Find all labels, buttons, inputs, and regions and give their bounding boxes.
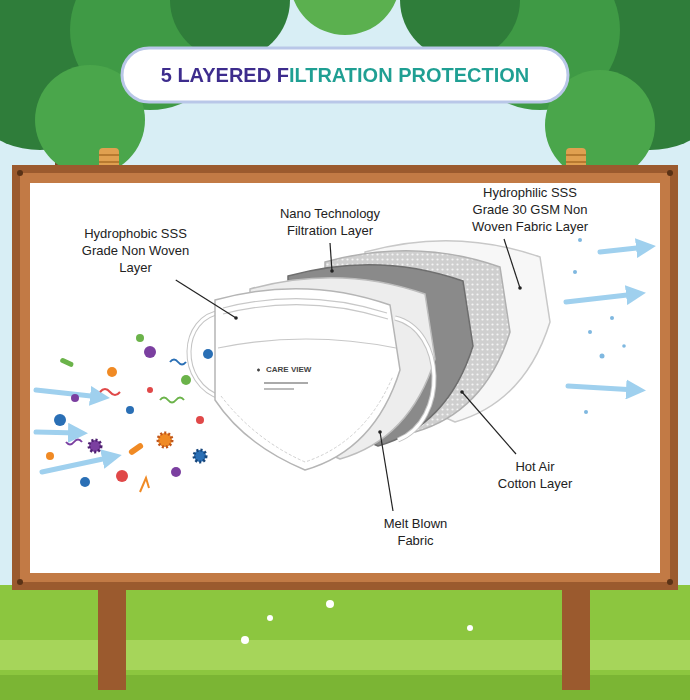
clean-air-dot xyxy=(584,410,588,414)
mask-front xyxy=(264,382,308,384)
layer-label: Hot Air Cotton Layer xyxy=(497,458,573,492)
grass xyxy=(0,585,690,700)
signboard xyxy=(12,165,678,590)
sign-post xyxy=(562,586,590,690)
mask-front xyxy=(218,339,396,348)
germs xyxy=(59,357,74,367)
clean-air-dot xyxy=(622,344,626,348)
germs xyxy=(136,334,144,342)
layer-label: Hydrophilic SSS Grade 30 GSM Non Woven F… xyxy=(465,184,595,235)
grass xyxy=(326,600,334,608)
germs xyxy=(171,467,181,477)
grass xyxy=(267,615,273,621)
mask-front xyxy=(215,289,400,470)
airflow-arrow xyxy=(36,432,78,433)
leader-dot xyxy=(378,430,382,434)
mask-front xyxy=(223,305,388,319)
signboard xyxy=(667,579,673,585)
clean-air-dot xyxy=(588,330,592,334)
signboard xyxy=(667,170,673,176)
rope xyxy=(566,161,586,163)
germs xyxy=(158,433,172,447)
germs xyxy=(140,478,149,492)
sign-post xyxy=(98,586,126,690)
signboard xyxy=(30,183,660,573)
leader-line xyxy=(504,239,520,288)
germs xyxy=(160,398,184,403)
rope xyxy=(566,154,586,156)
layer-label: Hydrophobic SSS Grade Non Woven Layer xyxy=(78,225,193,276)
brand-print: CARE VIEW xyxy=(266,365,311,375)
signboard xyxy=(20,173,670,582)
leader-dot xyxy=(460,390,464,394)
germs xyxy=(89,440,101,452)
germs xyxy=(107,367,117,377)
signboard xyxy=(17,579,23,585)
germs xyxy=(144,346,156,358)
mask-front xyxy=(264,388,294,390)
rope xyxy=(99,154,119,156)
germs xyxy=(66,440,82,445)
grass xyxy=(467,625,473,631)
clean-air-dot xyxy=(610,316,614,320)
airflow-arrow xyxy=(36,247,646,472)
germs xyxy=(147,387,153,393)
title-banner: 5 LAYERED FILTRATION PROTECTION xyxy=(122,48,568,102)
germs xyxy=(181,375,191,385)
leader-dot xyxy=(330,269,334,273)
mask-front xyxy=(215,289,400,470)
germs xyxy=(170,360,186,365)
sign-post xyxy=(98,586,590,690)
tree xyxy=(290,0,400,35)
germs xyxy=(126,406,134,414)
ear-loop xyxy=(395,318,434,440)
mask-front xyxy=(221,376,393,462)
title-pill xyxy=(122,48,568,102)
airflow-arrow xyxy=(600,247,646,252)
clean-air-dot xyxy=(573,270,577,274)
germs xyxy=(194,450,206,462)
layer-label: Nano Technology Filtration Layer xyxy=(270,205,390,239)
clean-air-dot xyxy=(573,238,626,414)
leader-line xyxy=(380,432,393,511)
germs xyxy=(203,349,213,359)
signboard xyxy=(12,165,678,590)
clean-air-dot xyxy=(600,354,605,359)
layer-label: Melt Blown Fabric xyxy=(378,515,453,549)
signboard xyxy=(17,170,23,176)
rope xyxy=(99,161,119,163)
germs xyxy=(46,452,54,460)
ear-loop xyxy=(395,318,434,440)
mask-layers xyxy=(189,241,550,470)
title-pill xyxy=(122,48,568,102)
germs xyxy=(128,442,145,456)
germs xyxy=(80,477,90,487)
leader-dot xyxy=(234,316,238,320)
clean-air-dot xyxy=(578,238,582,242)
grass xyxy=(0,585,690,700)
airflow-arrow xyxy=(36,390,100,397)
germs xyxy=(71,394,79,402)
germs xyxy=(54,414,66,426)
airflow-arrow xyxy=(42,457,112,472)
grass xyxy=(241,636,249,644)
leader-dot xyxy=(518,286,522,290)
ear-loop xyxy=(395,318,434,440)
mask-front xyxy=(257,369,260,372)
leader-line xyxy=(176,280,236,318)
title: 5 LAYERED FILTRATION PROTECTION xyxy=(161,64,530,87)
airflow-arrow xyxy=(568,386,636,390)
germs xyxy=(196,416,204,424)
mask-front xyxy=(223,299,387,313)
leader-line xyxy=(330,243,332,271)
leader-line xyxy=(462,392,516,454)
germs xyxy=(116,470,128,482)
germs xyxy=(100,389,120,395)
airflow-arrow xyxy=(566,294,636,302)
